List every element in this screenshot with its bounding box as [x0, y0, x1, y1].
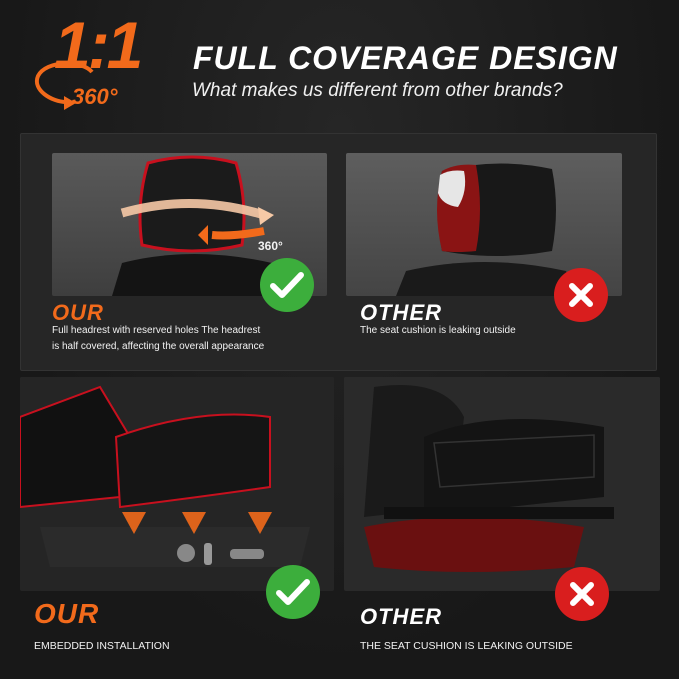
- page-title: FULL COVERAGE DESIGN: [193, 40, 618, 76]
- logo-degree: 360°: [72, 84, 118, 109]
- cross-icon: [554, 268, 608, 322]
- other-heading-top: OTHER: [360, 300, 442, 325]
- our-description-top-line2: is half covered, affecting the overall a…: [52, 341, 265, 352]
- logo-ratio: 1:1: [54, 8, 143, 82]
- cross-icon: [555, 567, 609, 621]
- rotation-degree-label: 360°: [258, 239, 283, 253]
- other-heading-bottom: OTHER: [360, 604, 442, 629]
- check-icon: [266, 565, 320, 619]
- other-description-bottom: THE SEAT CUSHION IS LEAKING OUTSIDE: [360, 640, 573, 652]
- our-description-top-line1: Full headrest with reserved holes The he…: [52, 325, 261, 336]
- check-icon: [260, 258, 314, 312]
- our-heading-top: OUR: [52, 300, 104, 325]
- our-headrest-photo: [52, 153, 327, 296]
- down-arrow-icon: [122, 512, 272, 534]
- other-seat-cushion-photo: [344, 377, 660, 591]
- our-description-bottom: EMBEDDED INSTALLATION: [34, 640, 170, 652]
- logo-360: 1:1 360°: [32, 8, 162, 114]
- page-subtitle: What makes us different from other brand…: [192, 80, 563, 101]
- our-seat-cushion-photo: [20, 377, 334, 591]
- rotation-arrow-icon: [34, 61, 94, 110]
- other-description-top: The seat cushion is leaking outside: [360, 325, 516, 336]
- our-heading-bottom: OUR: [34, 598, 100, 629]
